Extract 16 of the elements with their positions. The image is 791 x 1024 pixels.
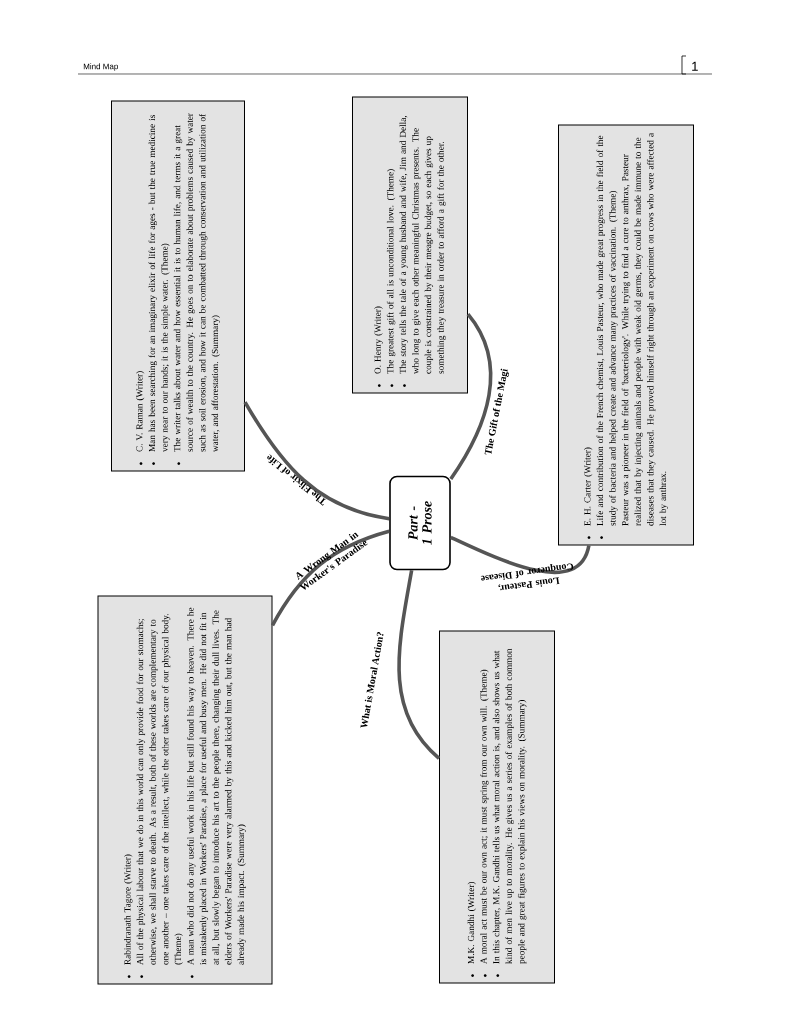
text-box: C. V. Raman (Writer) Man has been searching for an imaginary elixir of life for ages - but the true medicine is very near to our hands; it is the simple water. (Theme) The writer talks about water and how essential it is to human life, and terms it a great source of wealth to the country. He goes on to elaborate about problems caused by water such as soil erosion, and how it can be combatted through conservation and utilization of water, and afforestation. (Summary) xyxy=(111,100,245,472)
text-box: Rabindranath Tagore (Writer) All of the physical labour that we do in this world can only provide food for our stomachs; otherwise, we shall starve to death. As a result, both of these worlds are complementary to one another – one takes care of the intellect, while the other takes care of our physical body. (Theme) A man who did not do any useful work in his life but still found his way to heaven. There he is mistakenly placed in Workers' Paradise, a place for useful and busy men. He did not fit in at all, but slowly began to introduce his art to the people there, changing their dull lives. The elders of Workers' Paradise were very alarmed by this and kicked him out, but the man had already made his impact. (Summary) xyxy=(97,595,273,985)
text-box: M.K. Gandhi (Writer) A moral act must be our own act; it must spring from our own will. (Theme) In this chapter, M.K. Gandhi tells us what moral action is, and also shows us what kind of men live up to morality. He gives us a series of examples of both common people and great figures to explain his views on morality. (Summary) xyxy=(439,630,555,984)
page-number: 1 xyxy=(692,61,698,71)
branch-line xyxy=(270,529,390,627)
branch-line xyxy=(450,535,591,574)
edge-label: What is Moral Action? xyxy=(360,632,384,728)
branch-line xyxy=(397,569,441,760)
branch-line xyxy=(449,313,493,480)
edge-label: The Gift of the Magi xyxy=(484,368,509,455)
edge-label: Louis Pasteur, Conqueror of Disease xyxy=(480,563,574,591)
branch-line xyxy=(243,401,390,521)
text-box: E. H. Carter (Writer) Life and contribution of the French chemist, Louis Pasteur, who made great progress in the field of the study of bacteria and helped create and advance many practices of vaccination. (Theme) Pasteur was a pioneer in the field of 'bacteriology'. While trying to find a cure to anthrax, Pasteur realized that by injecting animals and people with weak old germs, they could be made immune to the diseases that they caused. He proved himself right through an experiment on cows who were affected a lot by anthrax. xyxy=(558,124,694,546)
text-box: O. Henry (Writer) The greatest gift of all is unconditional love. (Theme) The story tells the tale of a young husband and wife, Jim and Della, who long to give each other meaningful Christmas presents. The couple is constrained by their meagre budget, so each gives up something they treasure in order to afford a gift for the other. xyxy=(352,96,468,394)
header-title: Mind Map xyxy=(83,63,118,71)
topic-box: Part - 1 Prose xyxy=(389,475,451,571)
